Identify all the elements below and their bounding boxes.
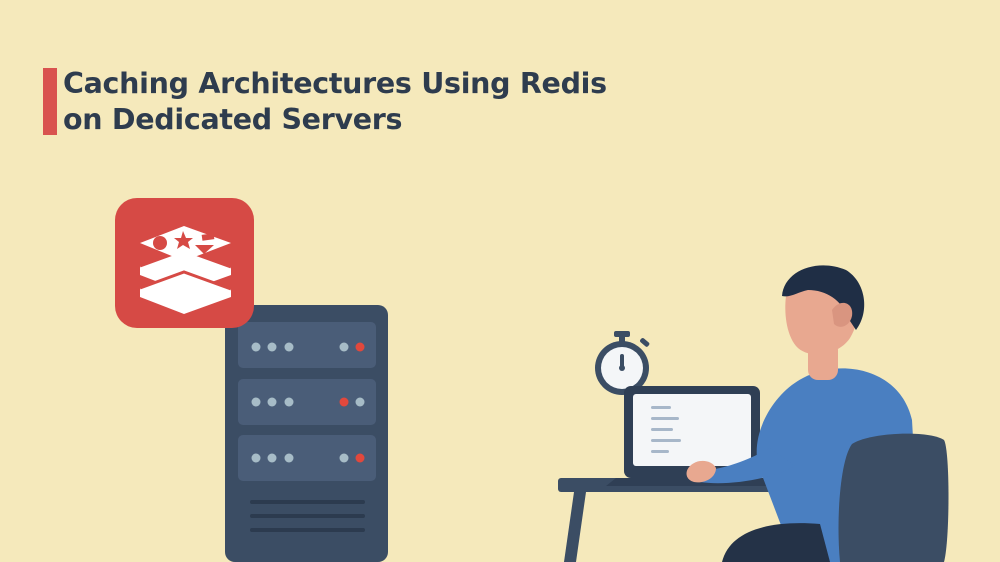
server-unit-3 bbox=[238, 435, 376, 481]
server-unit-1 bbox=[238, 322, 376, 368]
title-line-1: Caching Architectures Using Redis bbox=[63, 67, 607, 100]
stopwatch-icon bbox=[595, 331, 650, 395]
page-title: Caching Architectures Using Redis on Ded… bbox=[63, 66, 663, 138]
title-accent-bar bbox=[43, 68, 57, 135]
server-rack-icon bbox=[225, 305, 388, 562]
title-line-2: on Dedicated Servers bbox=[63, 103, 403, 136]
server-unit-2 bbox=[238, 379, 376, 425]
redis-logo-icon bbox=[115, 198, 254, 328]
chair-icon bbox=[838, 433, 949, 562]
server-vent bbox=[250, 500, 365, 532]
